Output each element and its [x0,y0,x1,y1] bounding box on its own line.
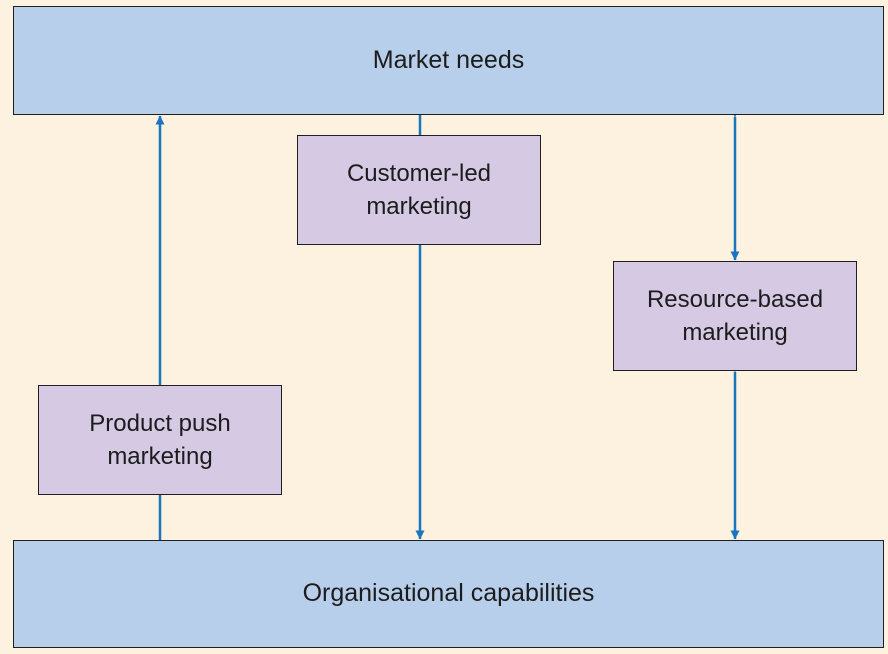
market-needs-box: Market needs [13,6,884,115]
customer-led-marketing-box: Customer-led marketing [297,135,541,245]
customer-led-marketing-label: Customer-led marketing [346,159,492,220]
resource-based-marketing-label: Resource-based marketing [646,285,824,346]
product-push-marketing-box: Product push marketing [38,385,282,495]
product-push-marketing-label: Product push marketing [89,409,231,470]
resource-based-marketing-box: Resource-based marketing [613,261,857,371]
organisational-capabilities-label: Organisational capabilities [302,579,595,608]
organisational-capabilities-box: Organisational capabilities [13,540,884,648]
market-needs-label: Market needs [372,45,525,74]
